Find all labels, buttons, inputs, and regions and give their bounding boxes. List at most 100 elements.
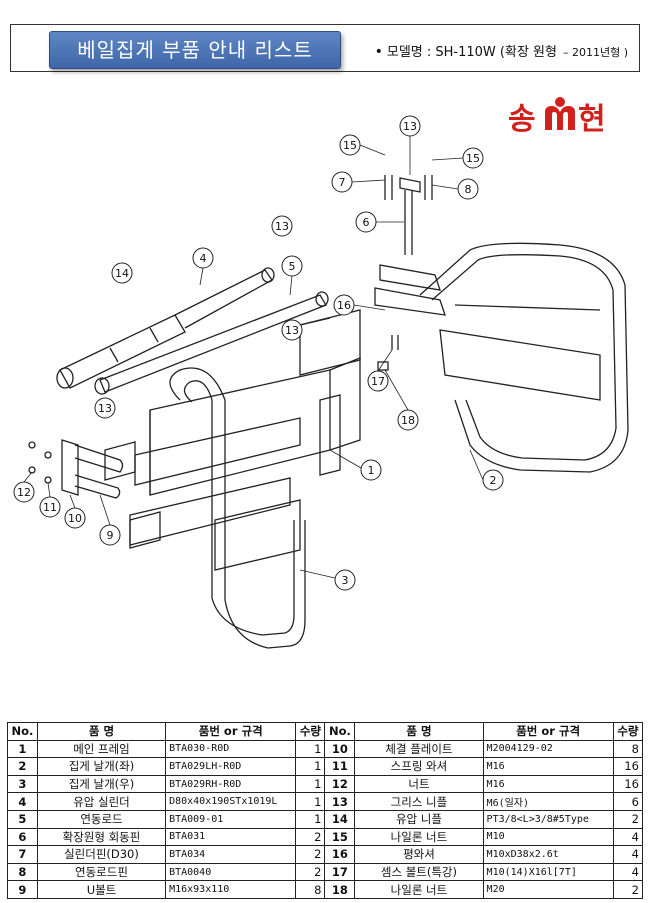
cell-qty: 2 (295, 845, 326, 864)
cell-spec: BTA029RH-R0D (165, 774, 297, 794)
hydraulic-cylinder-4 (59, 314, 186, 389)
cell-spec: M6(일자) (482, 792, 614, 811)
table-row: 5 연동로드 BTA009-01 1 14 유압 니플 PT3/8<L>3/8#… (7, 809, 644, 829)
table-row: 9 U볼트 M16x93x110 8 18 나일론 너트 M20 2 (7, 880, 644, 899)
cell-spec: M16 (482, 757, 614, 776)
col-name: 품 명 (36, 722, 167, 741)
cell-qty: 16 (612, 774, 644, 794)
cell-name: 셈스 볼트(특강) (354, 862, 484, 882)
cell-no: 2 (7, 757, 38, 776)
u-bolt-9 (74, 444, 124, 499)
callout-4: 4 (192, 247, 214, 269)
callout-13c: 13 (281, 319, 303, 341)
callout-14: 14 (111, 262, 133, 284)
cell-spec: M16 (482, 774, 614, 794)
callout-1: 1 (360, 459, 382, 481)
cell-no: 6 (7, 827, 38, 847)
svg-text:1: 1 (368, 464, 375, 477)
cell-name: 평와셔 (354, 845, 484, 864)
callout-11: 11 (39, 496, 61, 518)
cell-no: 12 (324, 774, 356, 794)
cell-no: 1 (7, 739, 38, 759)
col-qty: 수량 (295, 722, 326, 741)
svg-text:2: 2 (490, 474, 497, 487)
table-row: 2 집게 날개(좌) BTA029LH-R0D 1 11 스프링 와셔 M16 … (7, 757, 644, 776)
model-info: •모델명 : SH-110W (확장 원형 – 2011년형 ) (375, 41, 628, 60)
svg-text:15: 15 (343, 139, 357, 152)
col-no: No. (324, 722, 356, 741)
logo-mark-icon (545, 97, 575, 130)
cell-no: 18 (324, 880, 356, 899)
cell-name: 집게 날개(우) (36, 774, 167, 794)
cell-qty: 1 (295, 739, 326, 759)
pivot-pin-6 (404, 190, 413, 255)
svg-text:4: 4 (200, 252, 207, 265)
callout-9: 9 (99, 524, 121, 546)
svg-text:14: 14 (115, 267, 129, 280)
svg-text:10: 10 (68, 512, 82, 525)
cell-no: 9 (7, 880, 38, 899)
svg-text:13: 13 (285, 324, 299, 337)
model-year: – 2011년형 ) (562, 46, 628, 59)
right-wing-2 (419, 242, 629, 473)
col-no: No. (7, 722, 38, 741)
cell-no: 3 (7, 774, 38, 794)
table-row: 1 메인 프레임 BTA030-R0D 1 10 체결 플레이트 M200412… (7, 739, 644, 759)
cell-qty: 4 (612, 845, 644, 864)
clamp-plate-10 (61, 439, 79, 496)
callout-6: 6 (355, 211, 377, 233)
svg-text:3: 3 (342, 574, 349, 587)
svg-text:8: 8 (465, 183, 472, 196)
svg-text:17: 17 (371, 375, 385, 388)
cell-spec: BTA030-R0D (165, 739, 297, 759)
cell-name: 나일론 너트 (354, 880, 484, 899)
callout-18: 18 (397, 409, 419, 431)
bullet-icon: • (374, 44, 383, 60)
cell-qty: 6 (612, 792, 644, 811)
col-qty: 수량 (612, 722, 644, 741)
svg-text:13: 13 (98, 402, 112, 415)
parts-table: No. 품 명 품번 or 규격 수량 No. 품 명 품번 or 규격 수량 … (7, 722, 644, 899)
cell-name: 확장원형 회동핀 (36, 827, 167, 847)
callout-2: 2 (482, 469, 504, 491)
cell-name: 메인 프레임 (36, 739, 167, 759)
cell-qty: 4 (612, 862, 644, 882)
cell-no: 10 (324, 739, 356, 759)
cell-spec: M10 (482, 827, 614, 847)
svg-text:6: 6 (363, 216, 370, 229)
svg-text:11: 11 (43, 501, 57, 514)
cell-name: 유압 실린더 (36, 792, 167, 811)
callout-13d: 13 (94, 397, 116, 419)
cell-qty: 16 (612, 757, 644, 776)
callout-10: 10 (64, 507, 86, 529)
cell-spec: M10(14)X16l[7T] (482, 862, 614, 882)
main-frame-1 (149, 369, 331, 496)
cell-no: 5 (7, 809, 38, 829)
callout-5: 5 (281, 255, 303, 277)
cell-no: 14 (324, 809, 356, 829)
table-row: 7 실린더핀(D30) BTA034 2 16 평와셔 M10xD38x2.6t… (7, 845, 644, 864)
cell-qty: 1 (295, 774, 326, 794)
exploded-assembly-drawing: 1 2 3 4 5 6 7 8 9 10 11 12 13 13 13 13 1… (13, 115, 629, 649)
model-label: 모델명 : SH-110W (확장 원형 (386, 45, 557, 60)
callout-7: 7 (331, 171, 353, 193)
cell-qty: 4 (612, 827, 644, 847)
cell-no: 11 (324, 757, 356, 776)
col-spec: 품번 or 규격 (482, 722, 614, 741)
cell-name: 그리스 니플 (354, 792, 484, 811)
cell-spec: M16x93x110 (165, 880, 297, 899)
cell-spec: BTA034 (165, 845, 297, 864)
cell-name: 체결 플레이트 (354, 739, 484, 759)
cell-no: 8 (7, 862, 38, 882)
col-spec: 품번 or 규격 (165, 722, 297, 741)
cell-spec: D80x40x190STx1019L (165, 792, 297, 811)
cell-qty: 2 (612, 809, 644, 829)
cell-qty: 8 (295, 880, 326, 899)
cell-no: 7 (7, 845, 38, 864)
table-row: 3 집게 날개(우) BTA029RH-R0D 1 12 너트 M16 16 (7, 774, 644, 794)
table-row: 4 유압 실린더 D80x40x190STx1019L 1 13 그리스 니플 … (7, 792, 644, 811)
callout-13b: 13 (271, 215, 293, 237)
cell-spec: BTA009-01 (165, 809, 297, 829)
callout-15b: 15 (462, 147, 484, 169)
cell-spec: BTA031 (165, 827, 297, 847)
